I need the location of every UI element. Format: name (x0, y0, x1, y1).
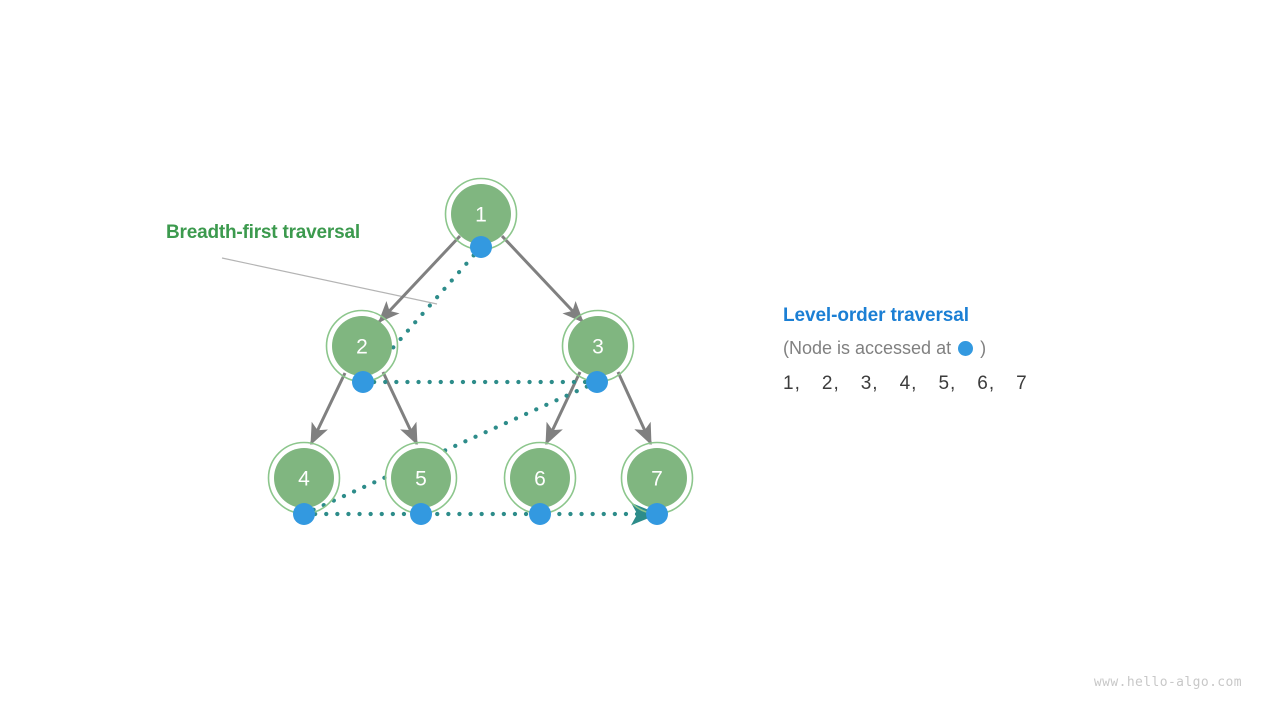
tree-node-6: 6 (503, 441, 577, 515)
panel-subtitle-after: ) (980, 338, 987, 358)
sequence-separator: , (911, 373, 936, 394)
node-circle (274, 448, 334, 508)
sequence-separator: , (872, 373, 897, 394)
watermark: www.hello-algo.com (1093, 675, 1242, 690)
panel-title: Level-order traversal (783, 305, 969, 326)
access-dot-7 (646, 503, 668, 525)
node-circle (391, 448, 451, 508)
node-circle (568, 316, 628, 376)
tree-node-4: 4 (267, 441, 341, 515)
sequence-separator: , (988, 373, 1014, 394)
access-dot-6 (529, 503, 551, 525)
traversal-segment-n1-n2 (360, 244, 484, 385)
breadth-first-traversal-label: Breadth-first traversal (166, 222, 360, 243)
traversal-sequence: 1, 2, 3, 4, 5, 6, 7 (783, 370, 1203, 398)
sequence-separator: , (794, 373, 819, 394)
sequence-item: 7 (1016, 373, 1027, 394)
node-label: 2 (356, 336, 368, 359)
panel-subtitle-before: (Node is accessed at (783, 338, 952, 358)
sequence-separator: , (833, 373, 858, 394)
node-label: 1 (475, 204, 487, 227)
sequence-item: 3 (860, 373, 872, 394)
tree-nodes: 1 2 3 4 5 6 7 (267, 177, 694, 515)
tree-edge-n3-n7 (616, 371, 653, 446)
access-dot-5 (410, 503, 432, 525)
node-label: 3 (592, 336, 604, 359)
sequence-item: 5 (938, 373, 950, 394)
tree-edge-n1-n2 (377, 234, 462, 324)
tree-node-1: 1 (444, 177, 518, 251)
sequence-item: 1 (783, 373, 794, 394)
access-dot-1 (470, 236, 492, 258)
traversal-path (301, 244, 660, 526)
access-dot-2 (352, 371, 374, 393)
access-dot-4 (293, 503, 315, 525)
node-circle (332, 316, 392, 376)
sequence-item: 4 (899, 373, 911, 394)
sequence-separator: , (950, 373, 975, 394)
node-label: 5 (415, 468, 427, 491)
node-circle (627, 448, 687, 508)
sequence-item: 2 (821, 373, 833, 394)
traversal-segment-n3-n4 (301, 379, 600, 517)
tree-edge-n2-n4 (309, 372, 347, 446)
tree-node-7: 7 (620, 441, 694, 515)
access-dot-3 (586, 371, 608, 393)
node-circle (510, 448, 570, 508)
panel-subtitle: (Node is accessed at ) (783, 335, 1203, 361)
tree-edge-n1-n3 (500, 234, 585, 324)
node-circle (451, 184, 511, 244)
node-label: 7 (651, 468, 663, 491)
tree-node-2: 2 (325, 309, 399, 383)
legend-panel: Level-order traversal (Node is accessed … (783, 303, 1203, 398)
node-label: 4 (298, 468, 310, 491)
access-dot-legend-icon (958, 340, 974, 356)
tree-node-5: 5 (384, 441, 458, 515)
leader-line-group (221, 257, 438, 305)
access-dots (293, 236, 668, 525)
sequence-item: 6 (977, 373, 988, 394)
tree-node-3: 3 (561, 309, 635, 383)
node-label: 6 (534, 468, 546, 491)
tree-edge-n2-n5 (381, 371, 419, 446)
